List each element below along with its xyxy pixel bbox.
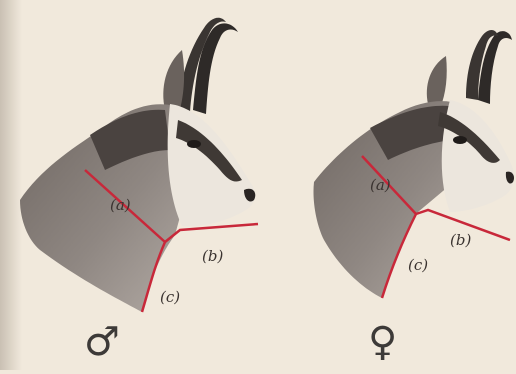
male-chamois-figure: (a) (b) (c) ♂ xyxy=(0,0,270,370)
male-label-b: (b) xyxy=(202,247,223,265)
male-symbol: ♂ xyxy=(84,322,120,362)
male-eye xyxy=(187,140,201,148)
female-chamois-figure: (a) (b) (c) ♀ xyxy=(300,0,516,370)
female-symbol: ♀ xyxy=(368,322,397,362)
male-chamois-drawing xyxy=(0,0,270,370)
female-label-a: (a) xyxy=(370,176,391,194)
male-line-b xyxy=(165,224,258,242)
male-label-c: (c) xyxy=(160,288,180,306)
female-ear xyxy=(427,56,447,108)
female-chamois-drawing xyxy=(300,0,516,370)
female-eye xyxy=(453,136,467,144)
female-face xyxy=(442,100,514,212)
female-label-b: (b) xyxy=(450,231,471,249)
female-label-c: (c) xyxy=(408,256,428,274)
male-label-a: (a) xyxy=(110,196,131,214)
